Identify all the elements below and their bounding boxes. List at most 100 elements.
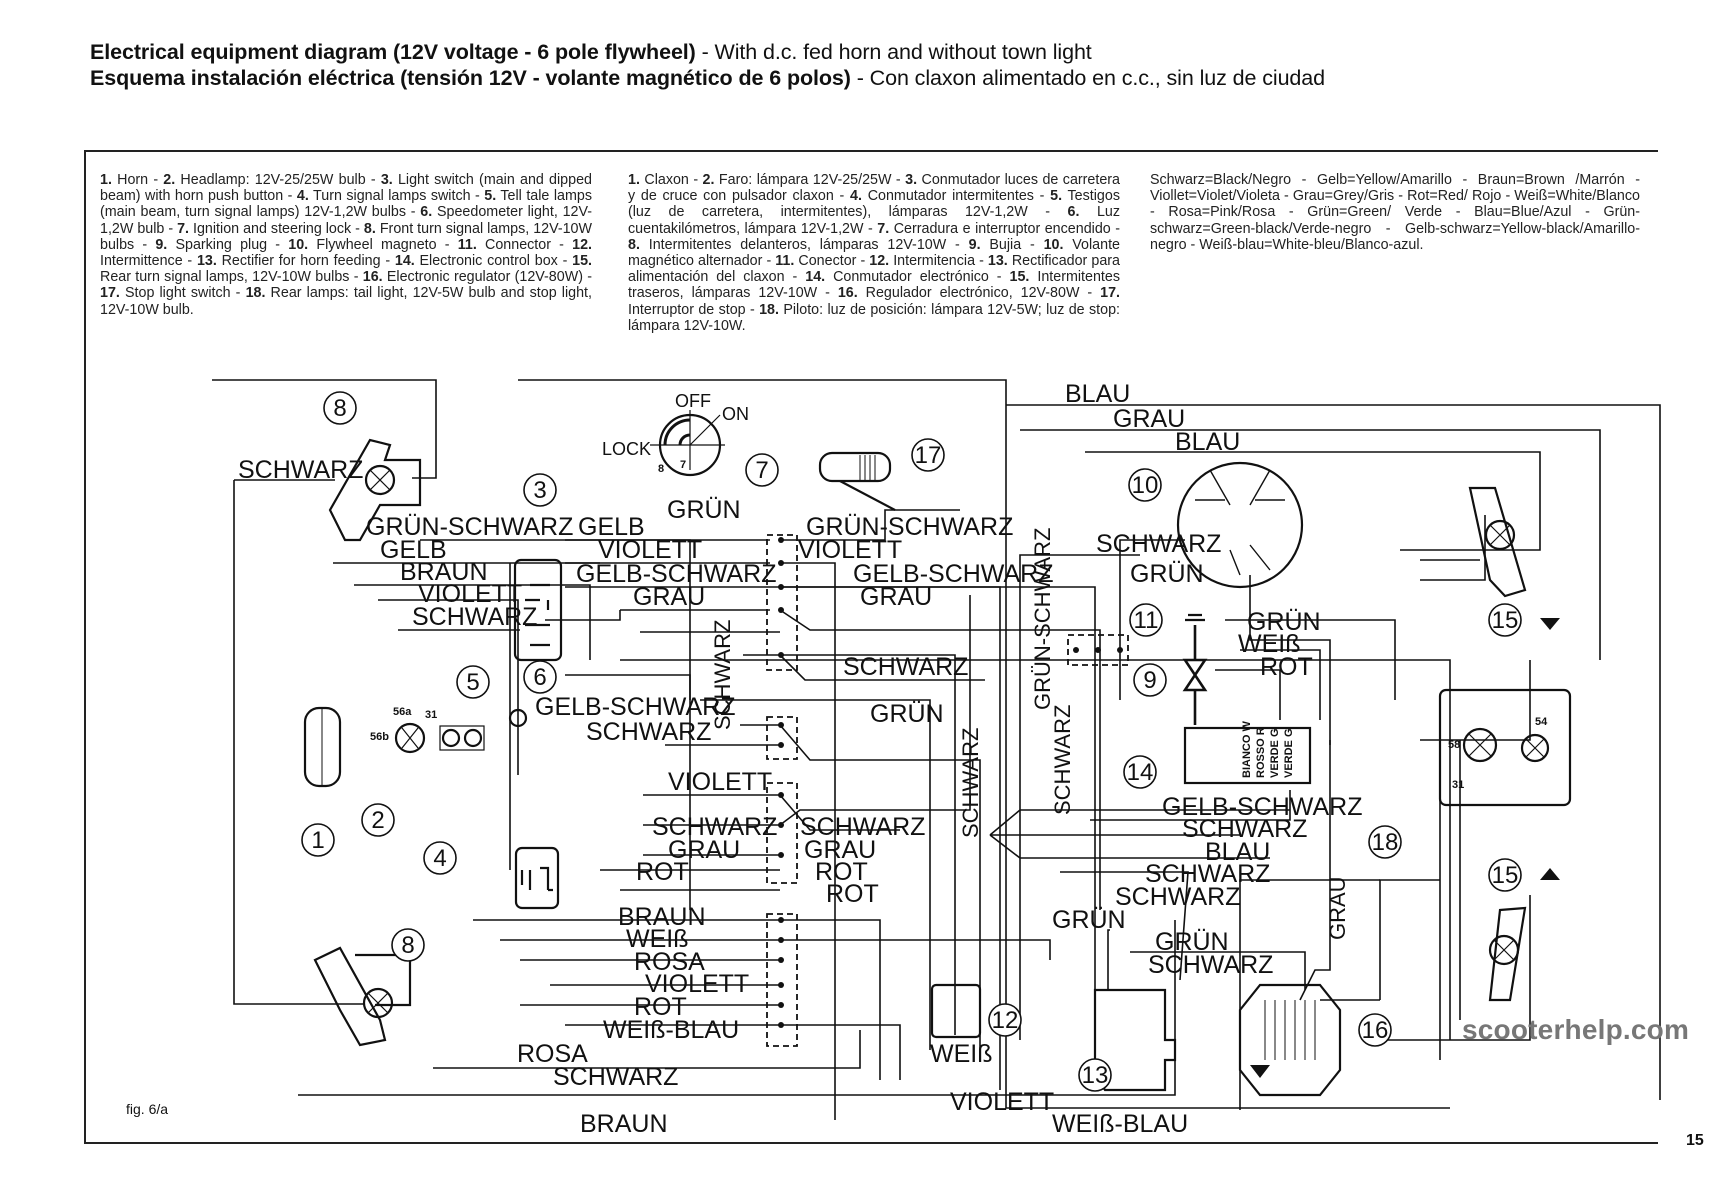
legend-item-text: Conector - [794,253,870,270]
wire-label: SCHWARZ [1115,883,1240,911]
callout-circle [456,665,490,699]
wire [1019,554,1140,1040]
wire-label: SCHWARZ [800,813,925,841]
legend-item-text: Piloto: luz de posición: lámpara 12V-5W;… [628,301,1120,334]
legend-item-number: 2. [702,172,715,188]
wire [600,869,780,891]
wire-label: VIOLETT [950,1088,1054,1116]
speedometer-light-icon [508,708,528,728]
wire [780,586,1096,1000]
wire [780,1024,901,1080]
title-english: Electrical equipment diagram (12V voltag… [90,40,1092,65]
callout-number: 17 [915,442,942,469]
legend-item-number: 6. [420,204,433,221]
legend-item-text: Intermitentes delanteros, lámparas 12V-1… [639,236,969,253]
legend-item-text: Luz cuentakilómetros, lámpara 12V-1,2W - [628,204,1120,237]
wire-label: ROT [815,858,868,886]
legend-item-text: Testigos (luz de carretera, intermitente… [628,188,1120,221]
callout-number: 8 [333,395,346,422]
wire-label: BLAU [1065,380,1130,408]
wire [1119,539,1185,700]
wire-label: GELB-SCHWARZ [576,560,776,588]
legend-item-number: 3. [905,172,918,188]
wire-label: SCHWARZ [652,813,777,841]
callout-number: 6 [533,664,546,691]
wire-label: VIOLETT [598,536,702,564]
wire-label: VIOLETT [668,768,772,796]
callout-number: 13 [1082,1062,1109,1089]
legend-item-number: 11. [775,253,795,270]
legend-item-number: 10. [1043,236,1064,253]
stop-light-switch-icon [818,451,896,511]
legend-item-number: 7. [177,220,190,237]
wire [1439,740,1461,1060]
rear-lamp-icon [1438,688,1572,807]
legend-item-text: Tell tale lamps (main beam, turn signal … [100,188,592,221]
legend-item-number: 4. [296,188,309,205]
electronic-control-box-icon [1183,726,1312,785]
flywheel-magneto-icon [1176,461,1304,589]
legend-item-text: Electronic control box - [414,253,573,270]
wire-label: WEIß-BLAU [1052,1110,1188,1138]
callout-number: 3 [533,477,546,504]
legend-item-text: Interruptor de stop - [628,301,760,318]
connector-block-3 [766,782,798,884]
front-turn-signal-bottom-icon [313,946,412,1047]
connector-pins [778,537,1123,1028]
legend-item-text: Stop light switch - [119,285,246,302]
wire-label: SCHWARZ [1096,530,1221,558]
legend-english: 1. Horn - 2. Headlamp: 12V-25/25W bulb -… [100,172,592,318]
ground-icon [1250,1065,1270,1078]
callout-circle [1129,603,1163,637]
legend-item-number: 9. [155,236,168,253]
legend-item-text: Rectifier for horn feeding - [216,253,395,270]
wire-label: BLAU [1205,838,1270,866]
ground-icon [1540,868,1560,880]
wire-label: BLAU [1175,428,1240,456]
callout-circle [1368,825,1402,859]
wire-label-vertical: SCHWARZ [1050,705,1075,815]
legend-item-number: 8. [363,220,376,237]
ignition-pin-label: 8 [658,463,664,475]
wire-label: SCHWARZ [843,653,968,681]
legend-item-number: 13. [987,253,1008,270]
wire [1420,515,1486,581]
wire-label: GRÜN [667,496,741,524]
wire-label: BRAUN [580,1110,668,1138]
callout-circle [1128,468,1162,502]
callout-number: 14 [1127,759,1154,786]
title-english-rest: - With d.c. fed horn and without town li… [695,40,1092,64]
legend-item-text: Volante magnético alternador - [628,236,1120,270]
legend-item-text: Intermittence - [100,253,197,270]
ignition-switch-icon [650,410,725,477]
wire-label: SCHWARZ [412,603,537,631]
cdi-pin-label: VERDE G [1269,728,1281,778]
callout-number: 15 [1492,607,1519,634]
rear-turn-signal-top-icon [1468,486,1527,598]
cdi-pin-label: VERDE G [1283,728,1295,778]
callout-number: 4 [433,845,446,872]
wire-label: GRAU [633,583,705,611]
wire-label-vertical: GRÜN-SCHWARZ [1030,528,1055,711]
wire-label: ROSA [517,1040,588,1068]
legend-item-text: Turn signal lamps switch - [308,188,485,205]
callout-number: 9 [1143,667,1156,694]
wire-label: GRÜN [1155,928,1229,956]
wire [298,920,1176,1096]
electronic-regulator-icon [1238,983,1342,1097]
wire-label: VIOLETT [418,580,522,608]
legend-item-number: 8. [628,236,640,253]
rear-turn-signal-bottom-icon [1488,906,1527,1002]
figure-label: fig. 6/a [126,1101,169,1117]
callout-circle [911,438,945,472]
wire [643,595,971,826]
turn-signal-switch-icon [514,846,560,910]
wire-label: SCHWARZ [553,1063,678,1091]
terminal-label: 58 [1448,739,1460,751]
wire [1090,790,1291,821]
wire-label: GELB-SCHWARZ [1162,793,1362,821]
headlamp-bulb-icon [394,722,426,754]
wire-label: VIOLETT [645,970,749,998]
legend-item-number: 18. [245,285,266,302]
legend-item-number: 3. [380,172,393,188]
